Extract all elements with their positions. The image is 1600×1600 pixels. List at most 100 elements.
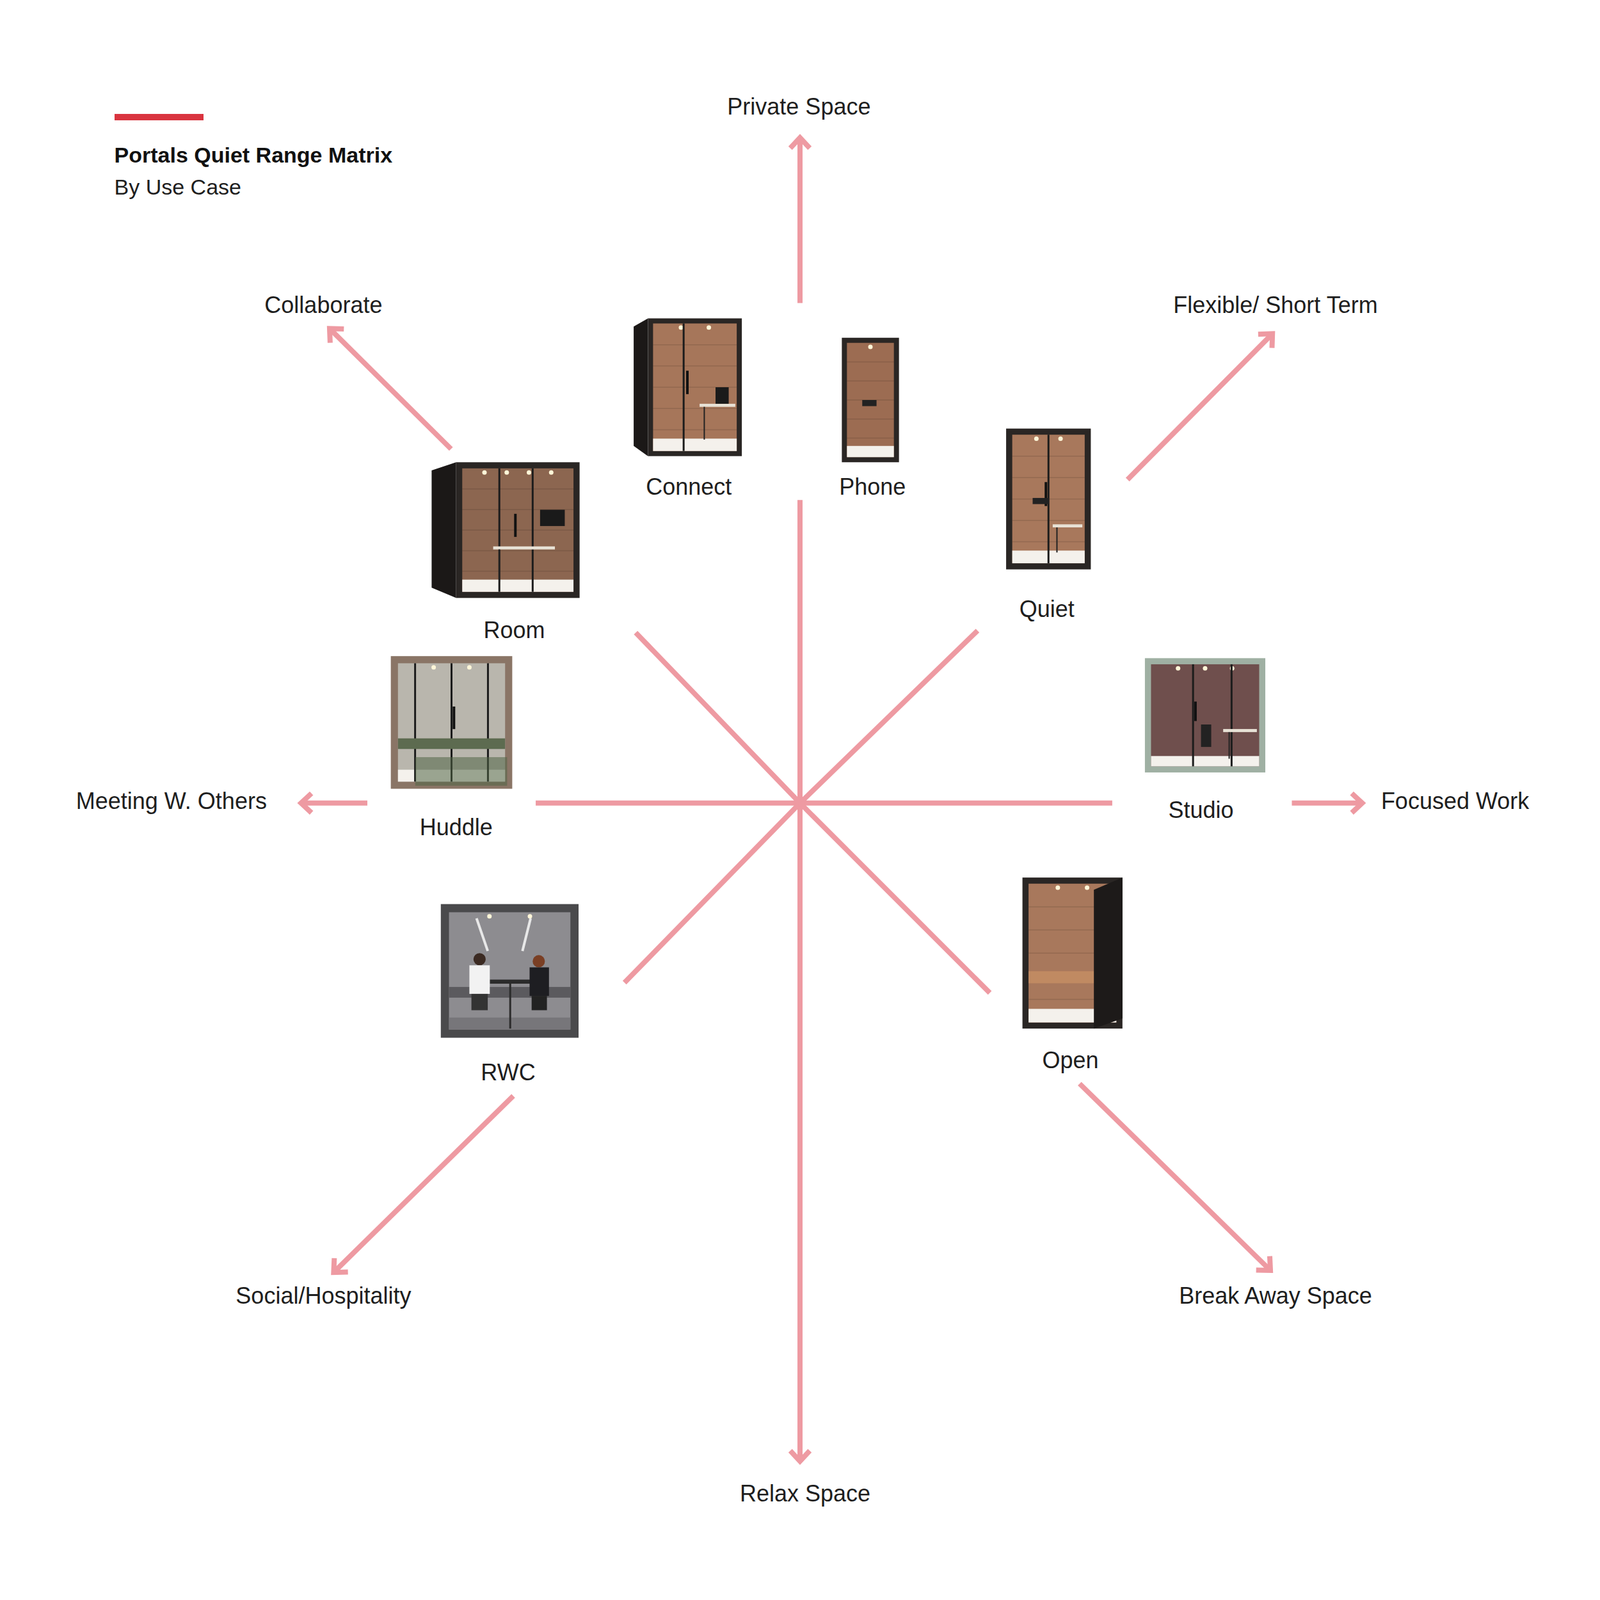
axis-line: [800, 800, 1113, 806]
booth-floor: [846, 446, 894, 458]
booth-light: [549, 470, 554, 475]
arrow-head: [790, 1450, 810, 1462]
axis-line: [535, 800, 800, 806]
axis-line: [800, 803, 991, 994]
axis-label: Flexible/ Short Term: [1173, 291, 1378, 319]
axis-line: [1127, 333, 1273, 480]
door-handle: [1194, 701, 1197, 721]
axis-line: [624, 803, 800, 984]
arrow-head: [329, 328, 344, 343]
ceiling-light: [476, 918, 489, 952]
wall-panel: [652, 429, 737, 431]
person-body: [469, 965, 490, 994]
wall-screen: [715, 387, 729, 404]
wall-panel: [846, 380, 894, 382]
product-label: Studio: [1168, 796, 1234, 824]
axis-line: [800, 630, 978, 803]
person-head: [532, 954, 545, 968]
glass-mullion: [682, 323, 685, 451]
wall-panel: [846, 437, 894, 440]
axis-lines: [300, 137, 1362, 1462]
product-label: Huddle: [419, 814, 493, 841]
booth-light: [504, 470, 509, 475]
booth-side: [633, 318, 648, 456]
booth-light: [1202, 666, 1208, 671]
booth-illustration: [1144, 657, 1266, 773]
axis-line: [333, 1095, 514, 1273]
axis-line: [797, 803, 803, 1462]
person-legs: [531, 995, 548, 1010]
wall-panel: [846, 418, 894, 420]
booth-illustration: [391, 656, 513, 789]
glass-mullion: [531, 468, 534, 592]
booth-illustration: [1006, 428, 1091, 570]
axis-label: Private Space: [727, 94, 871, 121]
desk-top: [1223, 728, 1257, 733]
glass-mullion: [498, 468, 501, 592]
booth-light: [467, 664, 472, 670]
arrow-head: [790, 137, 810, 148]
subtitle: By Use Case: [114, 174, 242, 200]
product-label: Room: [483, 617, 546, 644]
person-head: [473, 952, 486, 966]
axis-line: [300, 800, 368, 806]
axis-label: Social/Hospitality: [235, 1282, 411, 1309]
desk-leg: [1056, 527, 1058, 553]
booth-light: [526, 470, 532, 475]
booth-light: [1084, 885, 1090, 891]
booth-control: [862, 400, 877, 407]
booth-light: [528, 913, 533, 919]
table-top: [489, 979, 531, 984]
booth-light: [482, 470, 488, 475]
booth-interior: [1150, 664, 1259, 767]
product-label: Connect: [645, 473, 732, 500]
booth-light: [868, 344, 873, 350]
axis-label: Focused Work: [1381, 787, 1529, 815]
booth-light: [1055, 885, 1060, 891]
desk-leg: [703, 407, 705, 440]
door-handle: [513, 513, 517, 537]
glass-mullion: [1230, 664, 1233, 767]
booth-illustration: [1022, 877, 1123, 1029]
bench-seat: [398, 738, 505, 750]
booth-interior: [652, 323, 737, 451]
axis-label: Break Away Space: [1178, 1282, 1373, 1309]
wall-panel: [462, 550, 574, 552]
arrow-head: [1256, 1256, 1271, 1271]
bench-back: [415, 757, 507, 786]
wall-panel: [652, 408, 737, 410]
axis-label: Relax Space: [739, 1480, 871, 1507]
desk-top: [699, 403, 736, 408]
glass-mullion: [1192, 664, 1195, 767]
desk-top: [493, 546, 555, 550]
booth-light: [678, 325, 683, 330]
desk-leg: [498, 549, 500, 582]
booth-light: [487, 913, 492, 919]
booth-light: [1034, 436, 1039, 441]
booth-frame: [440, 904, 579, 1039]
desk-top: [1052, 524, 1083, 528]
wall-panel: [652, 344, 737, 346]
booth-illustration: [841, 337, 899, 463]
booth-frame: [391, 656, 513, 789]
booth-interior: [846, 343, 894, 458]
axis-label: Meeting W. Others: [76, 787, 267, 815]
arrow-head: [1351, 793, 1362, 813]
booth-frame: [1022, 877, 1123, 1029]
booth-light: [431, 664, 436, 670]
arrow-head: [333, 1258, 348, 1273]
open-side-wall: [1093, 877, 1123, 1029]
product-label: Quiet: [1019, 595, 1075, 623]
booth-control: [1032, 497, 1050, 505]
ceiling-light: [522, 918, 531, 952]
table-leg: [509, 983, 512, 1029]
wall-screen: [540, 509, 566, 526]
arrow-head: [300, 793, 312, 813]
desk-chair: [1201, 724, 1212, 747]
booth-frame: [1144, 657, 1266, 773]
axis-line: [797, 137, 803, 303]
axis-line: [1079, 1083, 1271, 1271]
booth-frame: [456, 462, 580, 598]
booth-light: [1058, 436, 1064, 441]
